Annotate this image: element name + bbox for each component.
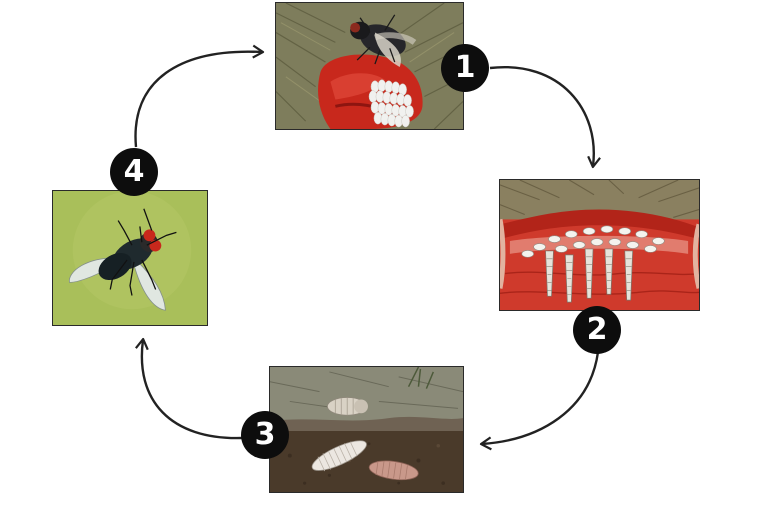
arrow-2-to-3 (479, 351, 600, 451)
arrow-1-to-2 (489, 65, 601, 169)
eggs-cluster-cross-section-illustration (499, 179, 700, 311)
arrow-4-to-1 (134, 44, 265, 148)
stage-4-badge: 4 (110, 148, 158, 196)
stage-3-badge: 3 (241, 411, 289, 459)
stage-2-badge: 2 (573, 306, 621, 354)
arrow-3-to-4 (135, 337, 243, 440)
fly-laying-eggs-on-meat-illustration (275, 2, 464, 130)
stage-1-badge: 1 (441, 44, 489, 92)
larvae-maggots-in-soil-illustration (269, 366, 464, 493)
adult-housefly-illustration (52, 190, 208, 326)
